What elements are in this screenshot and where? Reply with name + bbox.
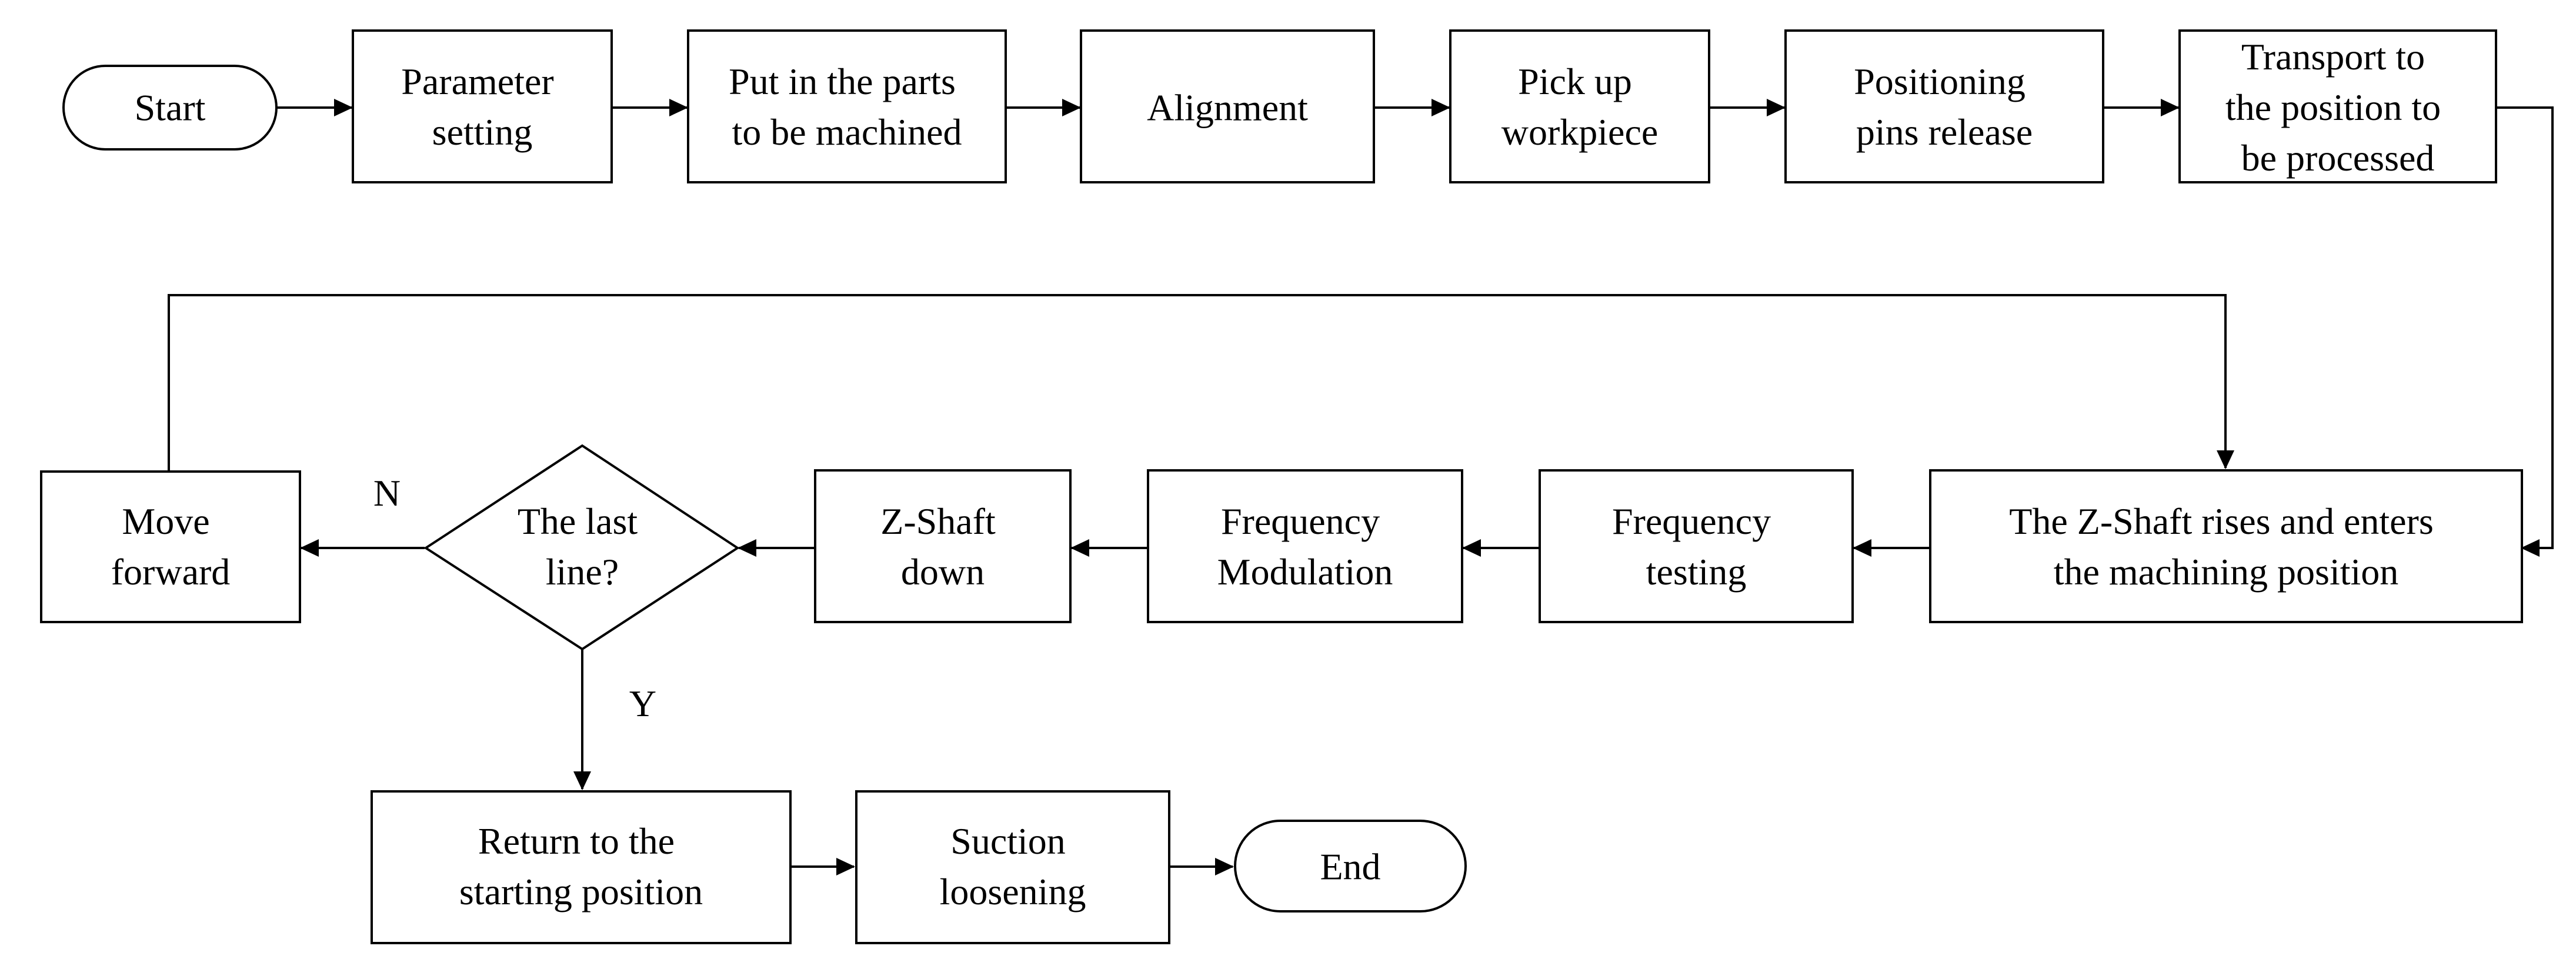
arrowheads <box>300 99 2540 875</box>
move-forward-box: Move forward <box>40 470 301 623</box>
decision-line-1: The last <box>518 500 638 542</box>
frequency-testing-line-1: Frequency <box>1612 500 1771 542</box>
alignment-box: Alignment <box>1080 29 1375 183</box>
pins-release-line-1: Positioning <box>1854 61 2026 102</box>
arrowhead-suction <box>836 858 855 875</box>
arrowhead-return <box>573 771 591 790</box>
put-in-parts-line-1: Put in the parts <box>729 61 956 102</box>
frequency-testing-box: Frequency testing <box>1539 469 1854 623</box>
frequency-modulation-box: Frequency Modulation <box>1147 469 1463 623</box>
frequency-modulation-line-1: Frequency <box>1221 500 1380 542</box>
put-in-parts-line-2: to be machined <box>732 111 962 153</box>
arrowhead-loop <box>2217 450 2234 469</box>
pick-up-box: Pick up workpiece <box>1449 29 1710 183</box>
suction-loosening-line-2: loosening <box>940 871 1086 913</box>
end-node: End <box>1234 820 1467 913</box>
decision-line-2: line? <box>546 551 619 593</box>
svg-text:Return to the starting p: Return to the starting position <box>459 820 703 913</box>
pick-up-line-1: Pick up <box>1518 61 1632 102</box>
arrowhead-freq-testing <box>1853 539 1871 557</box>
arrowhead-transport <box>2161 99 2180 116</box>
frequency-testing-line-2: testing <box>1646 551 1747 593</box>
start-node: Start <box>62 65 278 151</box>
suction-loosening-box: Suction loosening <box>855 790 1170 944</box>
svg-text:Z-Shaft down: Z-Shaft down <box>880 500 1005 593</box>
z-shaft-rises-box: The Z-Shaft rises and enters the machini… <box>1929 469 2523 623</box>
arrowhead-pick-up <box>1432 99 1450 116</box>
transport-box: Transport to the position to be processe… <box>2178 29 2497 183</box>
start-label: Start <box>135 87 206 129</box>
parameter-setting-box: Parameter setting <box>352 29 613 183</box>
pick-up-line-2: workpiece <box>1501 111 1659 153</box>
svg-text:Positioning pins release: Positioning pins release <box>1854 61 2035 153</box>
end-label: End <box>1320 846 1380 888</box>
pins-release-box: Positioning pins release <box>1784 29 2104 183</box>
move-forward-line-2: forward <box>111 551 231 593</box>
arrowhead-z-rises <box>2521 539 2540 557</box>
arrow-move-forward-loop <box>168 294 2227 470</box>
svg-text:Pick up workpiece: Pick up workpiece <box>1501 61 1659 153</box>
transport-line-1: Transport to <box>2241 36 2425 78</box>
arrowhead-pins <box>1767 99 1786 116</box>
arrowhead-end <box>1215 858 1234 875</box>
arrowhead-put-in <box>669 99 688 116</box>
transport-line-2: the position to <box>2225 86 2441 128</box>
connectors <box>168 106 2554 868</box>
return-start-line-2: starting position <box>459 871 703 913</box>
svg-text:Transport to the positio: Transport to the position to be processe… <box>2225 36 2450 179</box>
alignment-label: Alignment <box>1147 87 1308 129</box>
suction-loosening-line-1: Suction <box>950 820 1066 862</box>
decision-yes-label: Y <box>629 683 656 724</box>
arrowhead-parameter <box>334 99 353 116</box>
svg-text:Frequency testing: Frequency testing <box>1612 500 1780 593</box>
svg-text:The Z-Shaft rises and enters: The Z-Shaft rises and enters the machini… <box>2009 500 2443 593</box>
pins-release-line-2: pins release <box>1856 111 2033 153</box>
move-forward-line-1: Move <box>122 500 209 542</box>
decision-last-line: The last line? N Y <box>373 444 740 724</box>
transport-line-3: be processed <box>2241 137 2435 179</box>
svg-text:The last line?: The last line? <box>518 500 647 593</box>
arrowhead-decision <box>738 539 756 557</box>
frequency-modulation-line-2: Modulation <box>1217 551 1393 593</box>
arrowhead-move-forward <box>300 539 319 557</box>
z-shaft-rises-line-2: the machining position <box>2054 551 2399 593</box>
arrowhead-modulation <box>1462 539 1481 557</box>
svg-text:Put in the parts to be m: Put in the parts to be machined <box>729 61 965 153</box>
z-shaft-rises-line-1: The Z-Shaft rises and enters <box>2009 500 2434 542</box>
z-shaft-down-box: Z-Shaft down <box>814 469 1072 623</box>
arrowhead-alignment <box>1062 99 1081 116</box>
put-in-parts-box: Put in the parts to be machined <box>687 29 1007 183</box>
arrowhead-z-down <box>1070 539 1089 557</box>
svg-text:Suction loosening: Suction loosening <box>940 820 1086 913</box>
svg-text:Parameter setting: Parameter setting <box>401 61 563 153</box>
return-start-box: Return to the starting position <box>371 790 792 944</box>
z-shaft-down-line-2: down <box>901 551 985 593</box>
return-start-line-1: Return to the <box>478 820 675 862</box>
svg-text:Move forward: Move forward <box>111 500 231 593</box>
parameter-setting-line-2: setting <box>432 111 533 153</box>
svg-text:Frequency Modulation: Frequency Modulation <box>1217 500 1393 593</box>
z-shaft-down-line-1: Z-Shaft <box>880 500 996 542</box>
parameter-setting-line-1: Parameter <box>401 61 553 102</box>
decision-no-label: N <box>373 472 401 514</box>
